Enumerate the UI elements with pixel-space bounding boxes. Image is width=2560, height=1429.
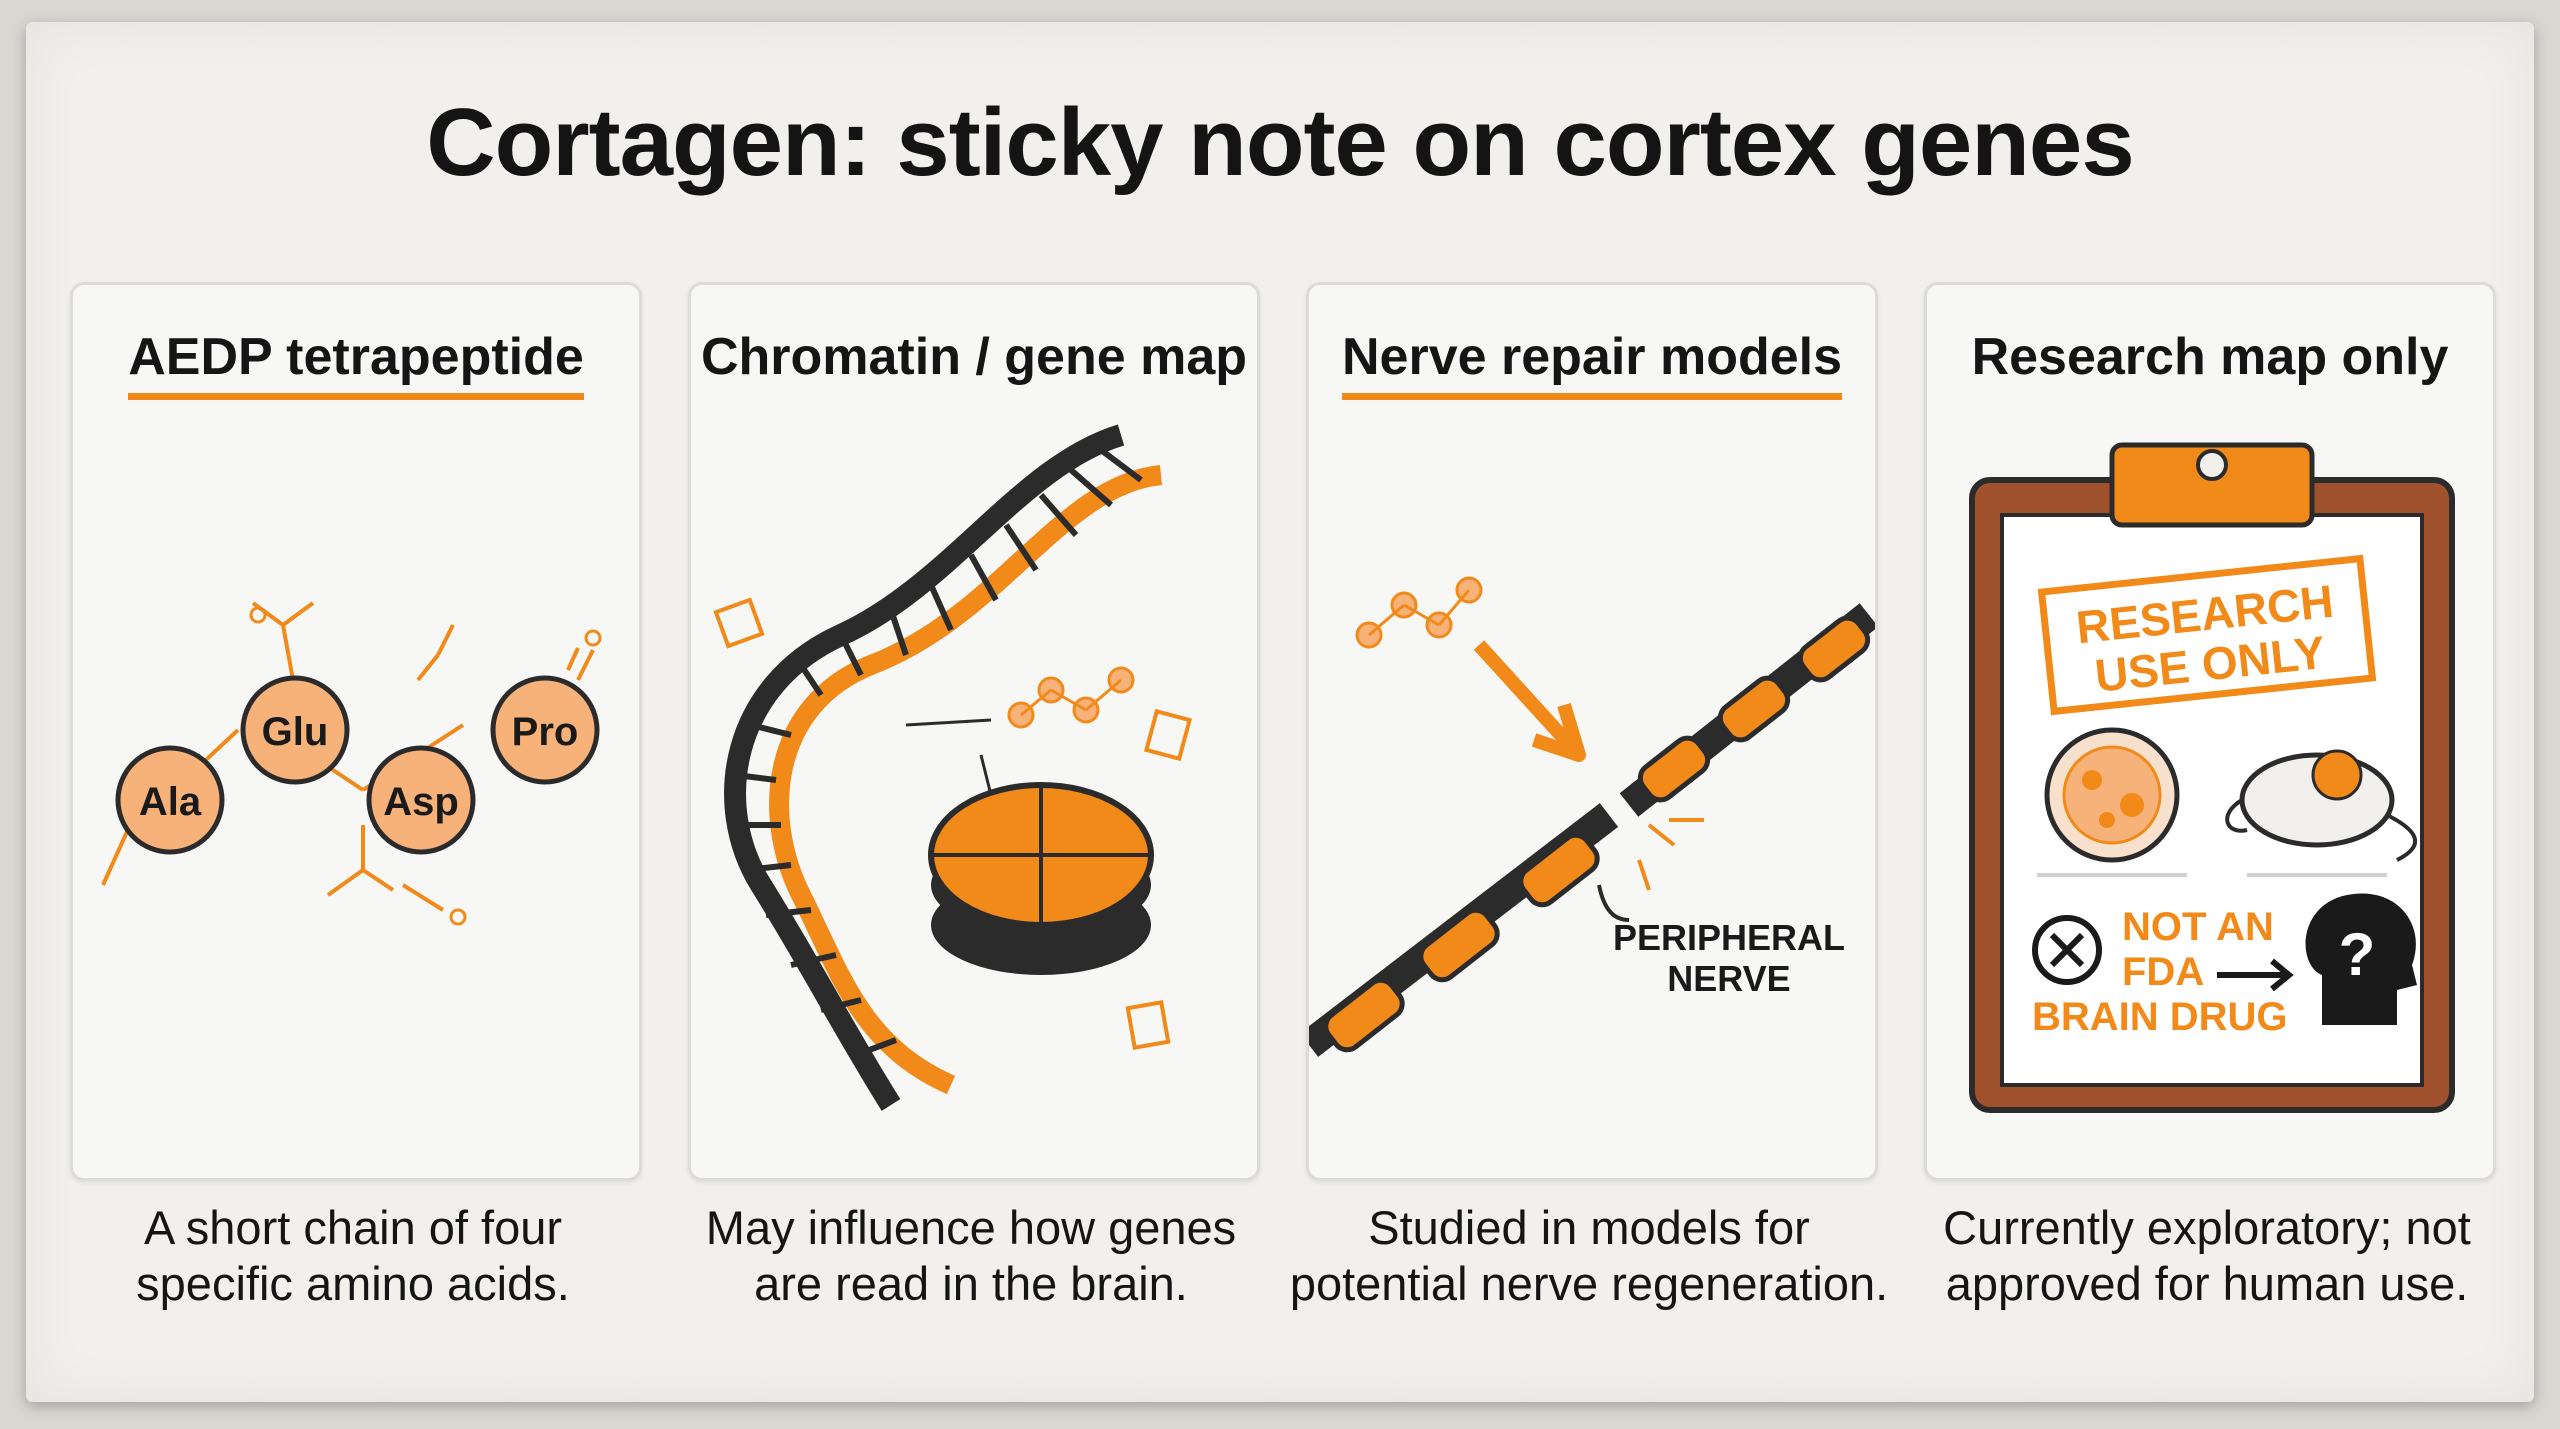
warning-line2: FDA: [2122, 950, 2204, 994]
nucleosome-icon: [928, 782, 1154, 975]
caption-panel-3: Studied in models for potential nerve re…: [1269, 1200, 1909, 1312]
caption-line2: approved for human use.: [1945, 1257, 2469, 1310]
dna-chromatin-illustration: [713, 424, 1193, 1111]
panel-title-text: AEDP tetrapeptide: [128, 327, 584, 400]
caption-panel-2: May influence how genes are read in the …: [651, 1200, 1291, 1312]
panel-research-only: Research map only RESEARCH USE ONLY: [1924, 282, 2496, 1181]
peptide-molecule-icon: [1355, 576, 1483, 649]
caption-line2: are read in the brain.: [754, 1257, 1188, 1310]
arrow-right-icon: [2217, 958, 2294, 992]
caption-line1: A short chain of four: [143, 1201, 563, 1254]
amino-acid-label-ala: Ala: [139, 780, 202, 824]
caption-line1: Currently exploratory; not: [1943, 1201, 2471, 1254]
amino-acid-label-glu: Glu: [262, 710, 329, 754]
amino-acid-node-ala: [115, 745, 225, 855]
peptide-chain-illustration: Ala Glu Asp Pro: [101, 601, 602, 926]
panel-title: Research map only: [1927, 327, 2493, 393]
nerve-fiber-lower: [1309, 803, 1619, 1057]
warning-line1: NOT AN: [2122, 905, 2274, 949]
panel-nerve-repair: Nerve repair models: [1306, 282, 1878, 1181]
head-question-icon: ?: [2305, 893, 2417, 1025]
amino-acid-node-pro: [490, 675, 600, 785]
clipboard-illustration: RESEARCH USE ONLY NOT AN FDA BRAIN DRUG: [1969, 442, 2455, 1113]
panel-title-text: Chromatin / gene map: [700, 328, 1248, 386]
amino-acid-label-pro: Pro: [512, 710, 579, 754]
caption-line2: potential nerve regeneration.: [1289, 1257, 1889, 1310]
caption-panel-1: A short chain of four specific amino aci…: [33, 1200, 673, 1312]
page-title: Cortagen: sticky note on cortex genes: [426, 89, 2134, 196]
caption-line2: specific amino acids.: [136, 1257, 570, 1310]
amino-acid-node-asp: [366, 745, 476, 855]
warning-line3: BRAIN DRUG: [2032, 995, 2288, 1039]
panel-title-text: Research map only: [1971, 328, 2449, 386]
caption-panel-4: Currently exploratory; not approved for …: [1887, 1200, 2527, 1312]
panel-chromatin: Chromatin / gene map: [688, 282, 1260, 1181]
caption-line1: May influence how genes: [705, 1201, 1237, 1254]
peptide-molecule-icon: [1007, 666, 1135, 729]
break-spark-icon: [1637, 818, 1704, 891]
panel-title: Chromatin / gene map: [691, 327, 1257, 393]
nerve-label-line2: NERVE: [1667, 958, 1790, 999]
nerve-fiber-upper: [1619, 603, 1875, 817]
petri-dish-icon: [2044, 727, 2180, 863]
dna-helix-icon: [724, 424, 1163, 1111]
nerve-label-line1: PERIPHERAL: [1613, 917, 1845, 958]
amino-acid-node-glu: [240, 675, 350, 785]
lab-mouse-icon: [2225, 749, 2418, 862]
clip-icon: [2109, 442, 2315, 528]
nerve-repair-illustration: PERIPHERAL NERVE: [1309, 576, 1875, 1057]
panel-aedp: AEDP tetrapeptide Ala Glu: [70, 282, 642, 1181]
arrow-icon: [1473, 640, 1586, 762]
amino-acid-label-asp: Asp: [383, 780, 459, 824]
tag-icons: [713, 597, 1193, 1050]
no-circle-icon: [2032, 915, 2102, 985]
panel-title: Nerve repair models: [1309, 327, 1875, 400]
question-mark: ?: [2339, 921, 2376, 988]
panel-title: AEDP tetrapeptide: [73, 327, 639, 400]
caption-line1: Studied in models for: [1368, 1201, 1810, 1254]
panel-title-text: Nerve repair models: [1341, 327, 1843, 400]
